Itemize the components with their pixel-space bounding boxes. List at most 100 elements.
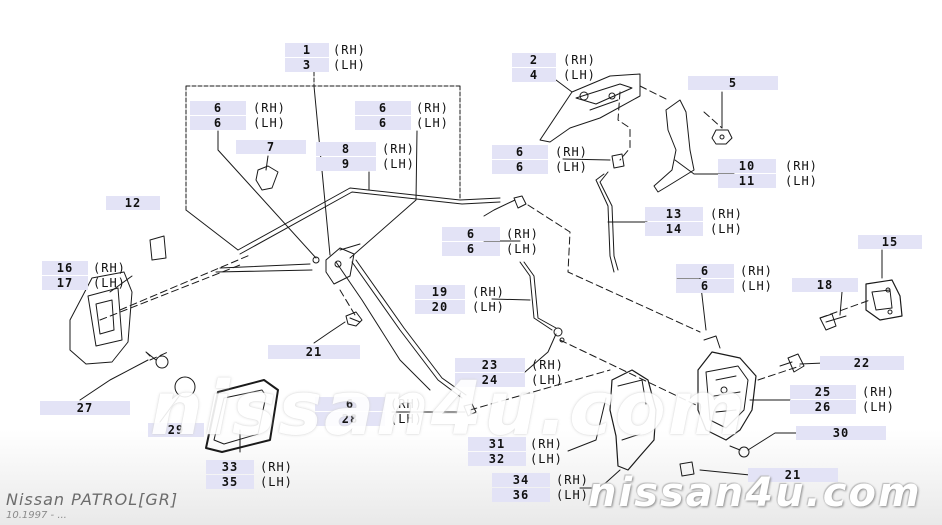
callout-number: 6 bbox=[190, 101, 246, 115]
callout-number: 6 bbox=[355, 116, 411, 130]
callout-number: 6 bbox=[442, 227, 500, 241]
callout-side: (LH) bbox=[531, 373, 564, 387]
callout-number: 15 bbox=[858, 235, 922, 249]
callout-number: 27 bbox=[40, 401, 130, 415]
nut bbox=[711, 129, 733, 145]
callout-side: (LH) bbox=[253, 116, 286, 130]
callout-number: 4 bbox=[512, 68, 556, 82]
callout-number: 34 bbox=[492, 473, 550, 487]
callout-side: (LH) bbox=[472, 300, 505, 314]
callout-number: 7 bbox=[236, 140, 306, 154]
door-lock-actuator bbox=[697, 335, 757, 441]
screw-22 bbox=[779, 353, 805, 373]
callout-number: 2 bbox=[512, 53, 556, 67]
callout-side: (RH) bbox=[416, 101, 449, 115]
striker bbox=[865, 279, 903, 321]
callout-number: 24 bbox=[455, 373, 525, 387]
callout-number: 30 bbox=[796, 426, 886, 440]
callout-side: (LH) bbox=[555, 160, 588, 174]
callout-side: (LH) bbox=[862, 400, 895, 414]
callout-number: 3 bbox=[285, 58, 329, 72]
callout-number: 12 bbox=[106, 196, 160, 210]
callout-number: 26 bbox=[790, 400, 856, 414]
callout-side: (LH) bbox=[530, 452, 563, 466]
callout-side: (RH) bbox=[862, 385, 895, 399]
callout-number: 9 bbox=[316, 157, 376, 171]
callout-side: (LH) bbox=[382, 157, 415, 171]
callout-number: 16 bbox=[42, 261, 88, 275]
callout-number: 6 bbox=[492, 160, 548, 174]
protector-cover bbox=[609, 369, 657, 471]
callout-number: 6 bbox=[315, 397, 385, 411]
callout-number: 23 bbox=[455, 358, 525, 372]
callout-side: (RH) bbox=[740, 264, 773, 278]
clip-6f bbox=[463, 403, 477, 417]
callout-side: (RH) bbox=[93, 261, 126, 275]
callout-number: 13 bbox=[645, 207, 703, 221]
callout-side: (LH) bbox=[710, 222, 743, 236]
callout-number: 6 bbox=[676, 279, 734, 293]
callout-number: 5 bbox=[688, 76, 778, 90]
callout-side: (RH) bbox=[260, 460, 293, 474]
callout-side: (LH) bbox=[416, 116, 449, 130]
callout-number: 28 bbox=[315, 412, 385, 426]
callout-side: (LH) bbox=[390, 412, 423, 426]
cap-29 bbox=[174, 376, 196, 398]
callout-side: (RH) bbox=[506, 227, 539, 241]
callout-side: (LH) bbox=[740, 279, 773, 293]
escutcheon bbox=[205, 379, 279, 453]
watermark-center: nissan4u.com bbox=[150, 366, 747, 452]
clip-7 bbox=[255, 165, 279, 191]
callout-side: (RH) bbox=[531, 358, 564, 372]
callout-side: (RH) bbox=[253, 101, 286, 115]
callout-number: 19 bbox=[415, 285, 465, 299]
screw-34 bbox=[679, 461, 695, 477]
assembly-dash-lines bbox=[99, 85, 871, 411]
callout-number: 17 bbox=[42, 276, 88, 290]
callout-number: 6 bbox=[190, 116, 246, 130]
callout-number: 6 bbox=[676, 264, 734, 278]
callout-side: (RH) bbox=[390, 397, 423, 411]
callout-number: 11 bbox=[718, 174, 776, 188]
callout-number: 32 bbox=[468, 452, 526, 466]
outside-handle bbox=[539, 73, 641, 143]
callout-side: (RH) bbox=[710, 207, 743, 221]
callout-number: 8 bbox=[316, 142, 376, 156]
callout-number: 21 bbox=[748, 468, 838, 482]
callout-side: (RH) bbox=[556, 473, 589, 487]
callout-side: (RH) bbox=[555, 145, 588, 159]
callout-number: 25 bbox=[790, 385, 856, 399]
callout-number: 22 bbox=[820, 356, 904, 370]
callout-number: 10 bbox=[718, 159, 776, 173]
screw-18 bbox=[819, 313, 847, 331]
callout-number: 21 bbox=[268, 345, 360, 359]
callout-side: (RH) bbox=[563, 53, 596, 67]
callout-side: (LH) bbox=[93, 276, 126, 290]
lock-rods bbox=[215, 171, 619, 399]
callout-number: 20 bbox=[415, 300, 465, 314]
watermark-corner-logo: nissan4u.com bbox=[588, 470, 922, 516]
callout-number: 31 bbox=[468, 437, 526, 451]
callout-number: 33 bbox=[206, 460, 254, 474]
callout-number: 6 bbox=[492, 145, 548, 159]
pad-12 bbox=[149, 235, 167, 261]
callout-side: (LH) bbox=[260, 475, 293, 489]
callout-number: 14 bbox=[645, 222, 703, 236]
callout-side: (LH) bbox=[506, 242, 539, 256]
callout-number: 6 bbox=[355, 101, 411, 115]
callout-side: (RH) bbox=[333, 43, 366, 57]
screw-21a bbox=[345, 311, 363, 327]
screw-27 bbox=[145, 351, 169, 369]
callout-number: 35 bbox=[206, 475, 254, 489]
callout-side: (LH) bbox=[556, 488, 589, 502]
clip-6e bbox=[513, 195, 527, 209]
callout-number: 1 bbox=[285, 43, 329, 57]
rod-holder-30 bbox=[729, 445, 750, 458]
callout-side: (LH) bbox=[785, 174, 818, 188]
inside-handle bbox=[69, 271, 133, 365]
callout-number: 18 bbox=[792, 278, 858, 292]
lock-lever bbox=[312, 247, 355, 285]
handle-bracket bbox=[653, 99, 695, 193]
callout-number: 29 bbox=[148, 423, 204, 437]
clip-23 bbox=[553, 327, 565, 343]
